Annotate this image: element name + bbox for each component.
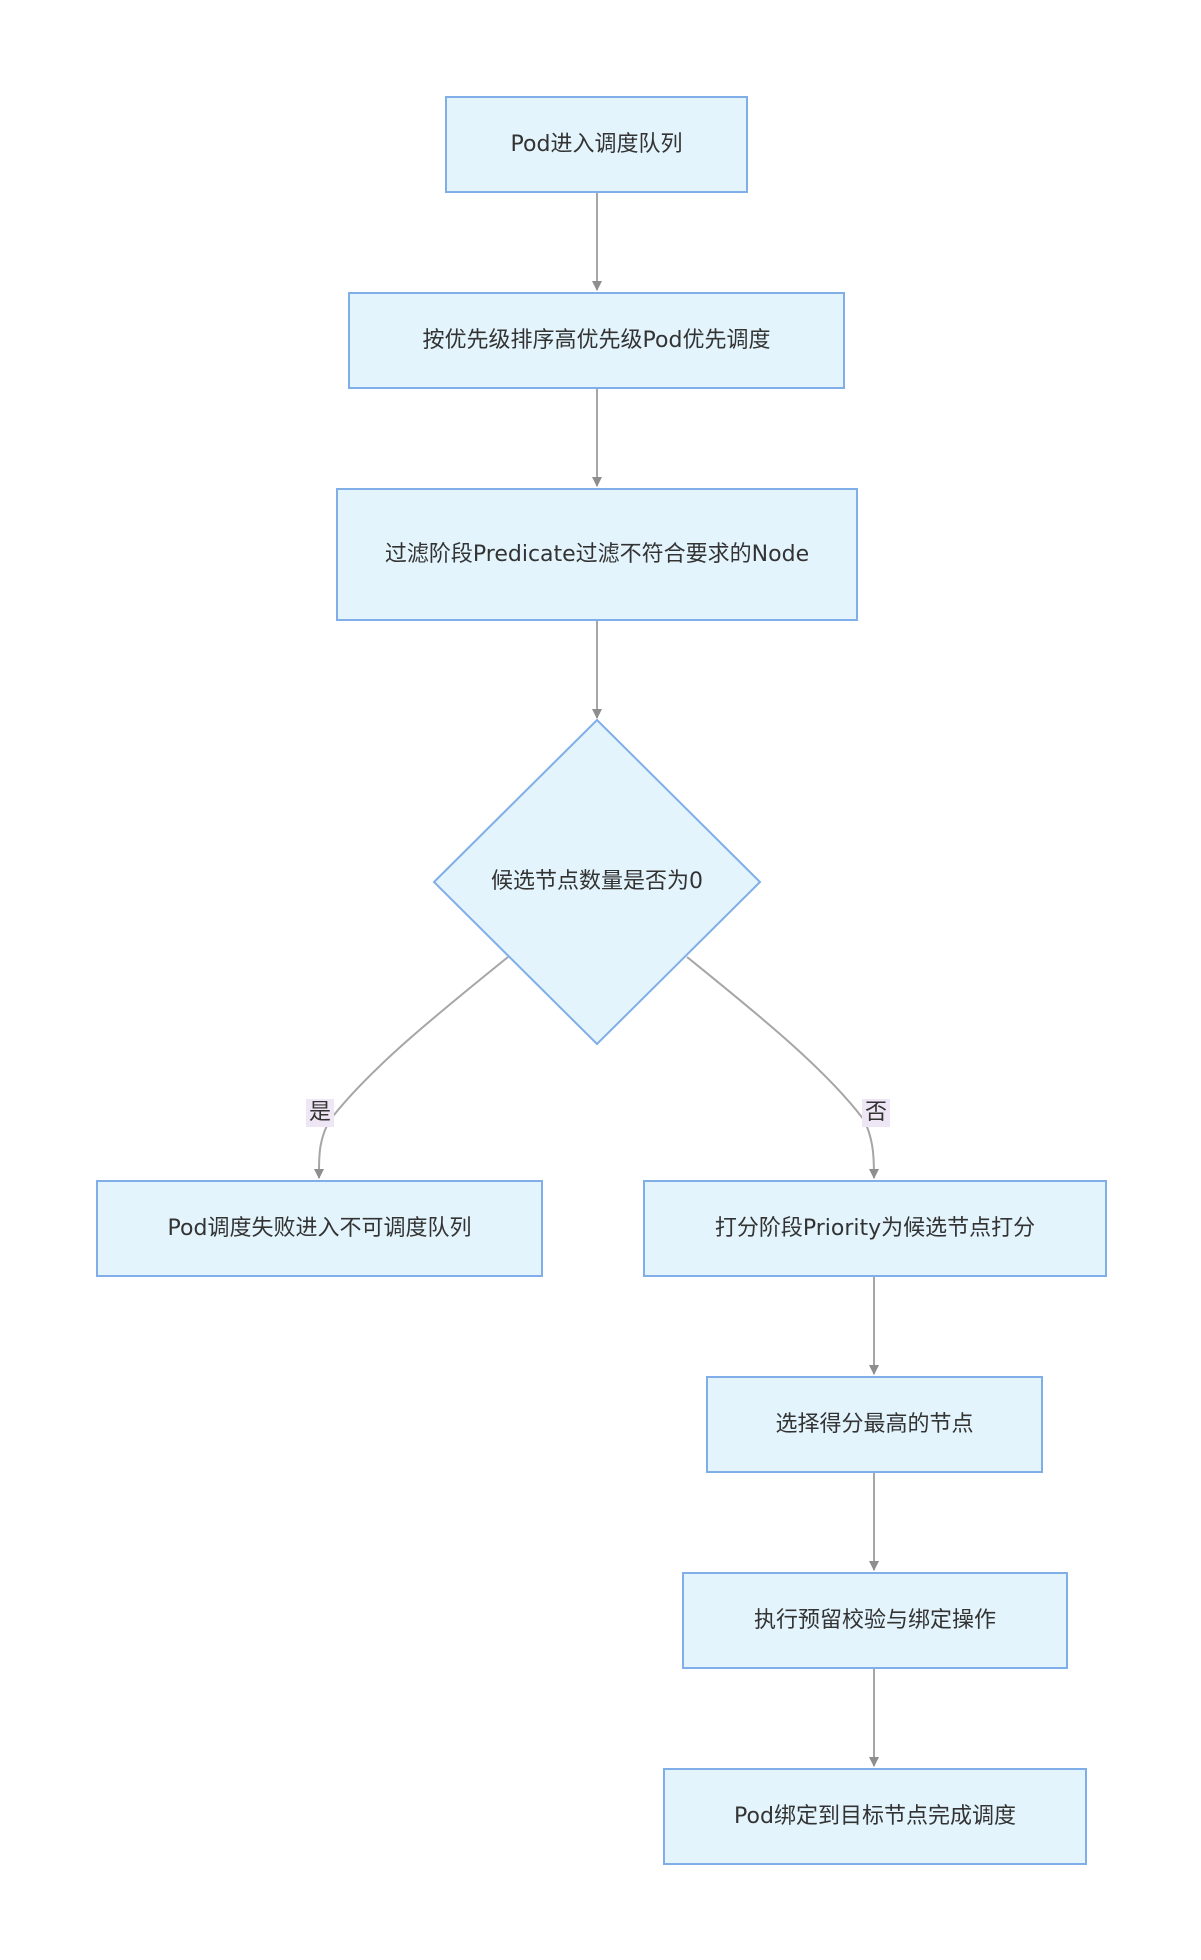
edge-label-no: 否: [862, 1099, 891, 1127]
edge-label-yes: 是: [306, 1099, 335, 1127]
node-binding-complete: Pod绑定到目标节点完成调度: [663, 1768, 1087, 1865]
node-priority-scoring: 打分阶段Priority为候选节点打分: [643, 1180, 1107, 1277]
edge-decision-to-fail: [313, 956, 509, 1179]
node-schedule-fail: Pod调度失败进入不可调度队列: [96, 1180, 543, 1277]
node-enqueue: Pod进入调度队列: [445, 96, 748, 193]
decision-label: 候选节点数量是否为0: [491, 869, 703, 894]
node-select-highest: 选择得分最高的节点: [706, 1376, 1043, 1473]
node-reserve-and-bind: 执行预留校验与绑定操作: [682, 1572, 1068, 1669]
decision-diamond: [432, 718, 762, 1046]
node-predicate-filter: 过滤阶段Predicate过滤不符合要求的Node: [336, 488, 858, 621]
node-sort-by-priority: 按优先级排序高优先级Pod优先调度: [348, 292, 845, 389]
edge-decision-to-priority: [686, 956, 879, 1179]
